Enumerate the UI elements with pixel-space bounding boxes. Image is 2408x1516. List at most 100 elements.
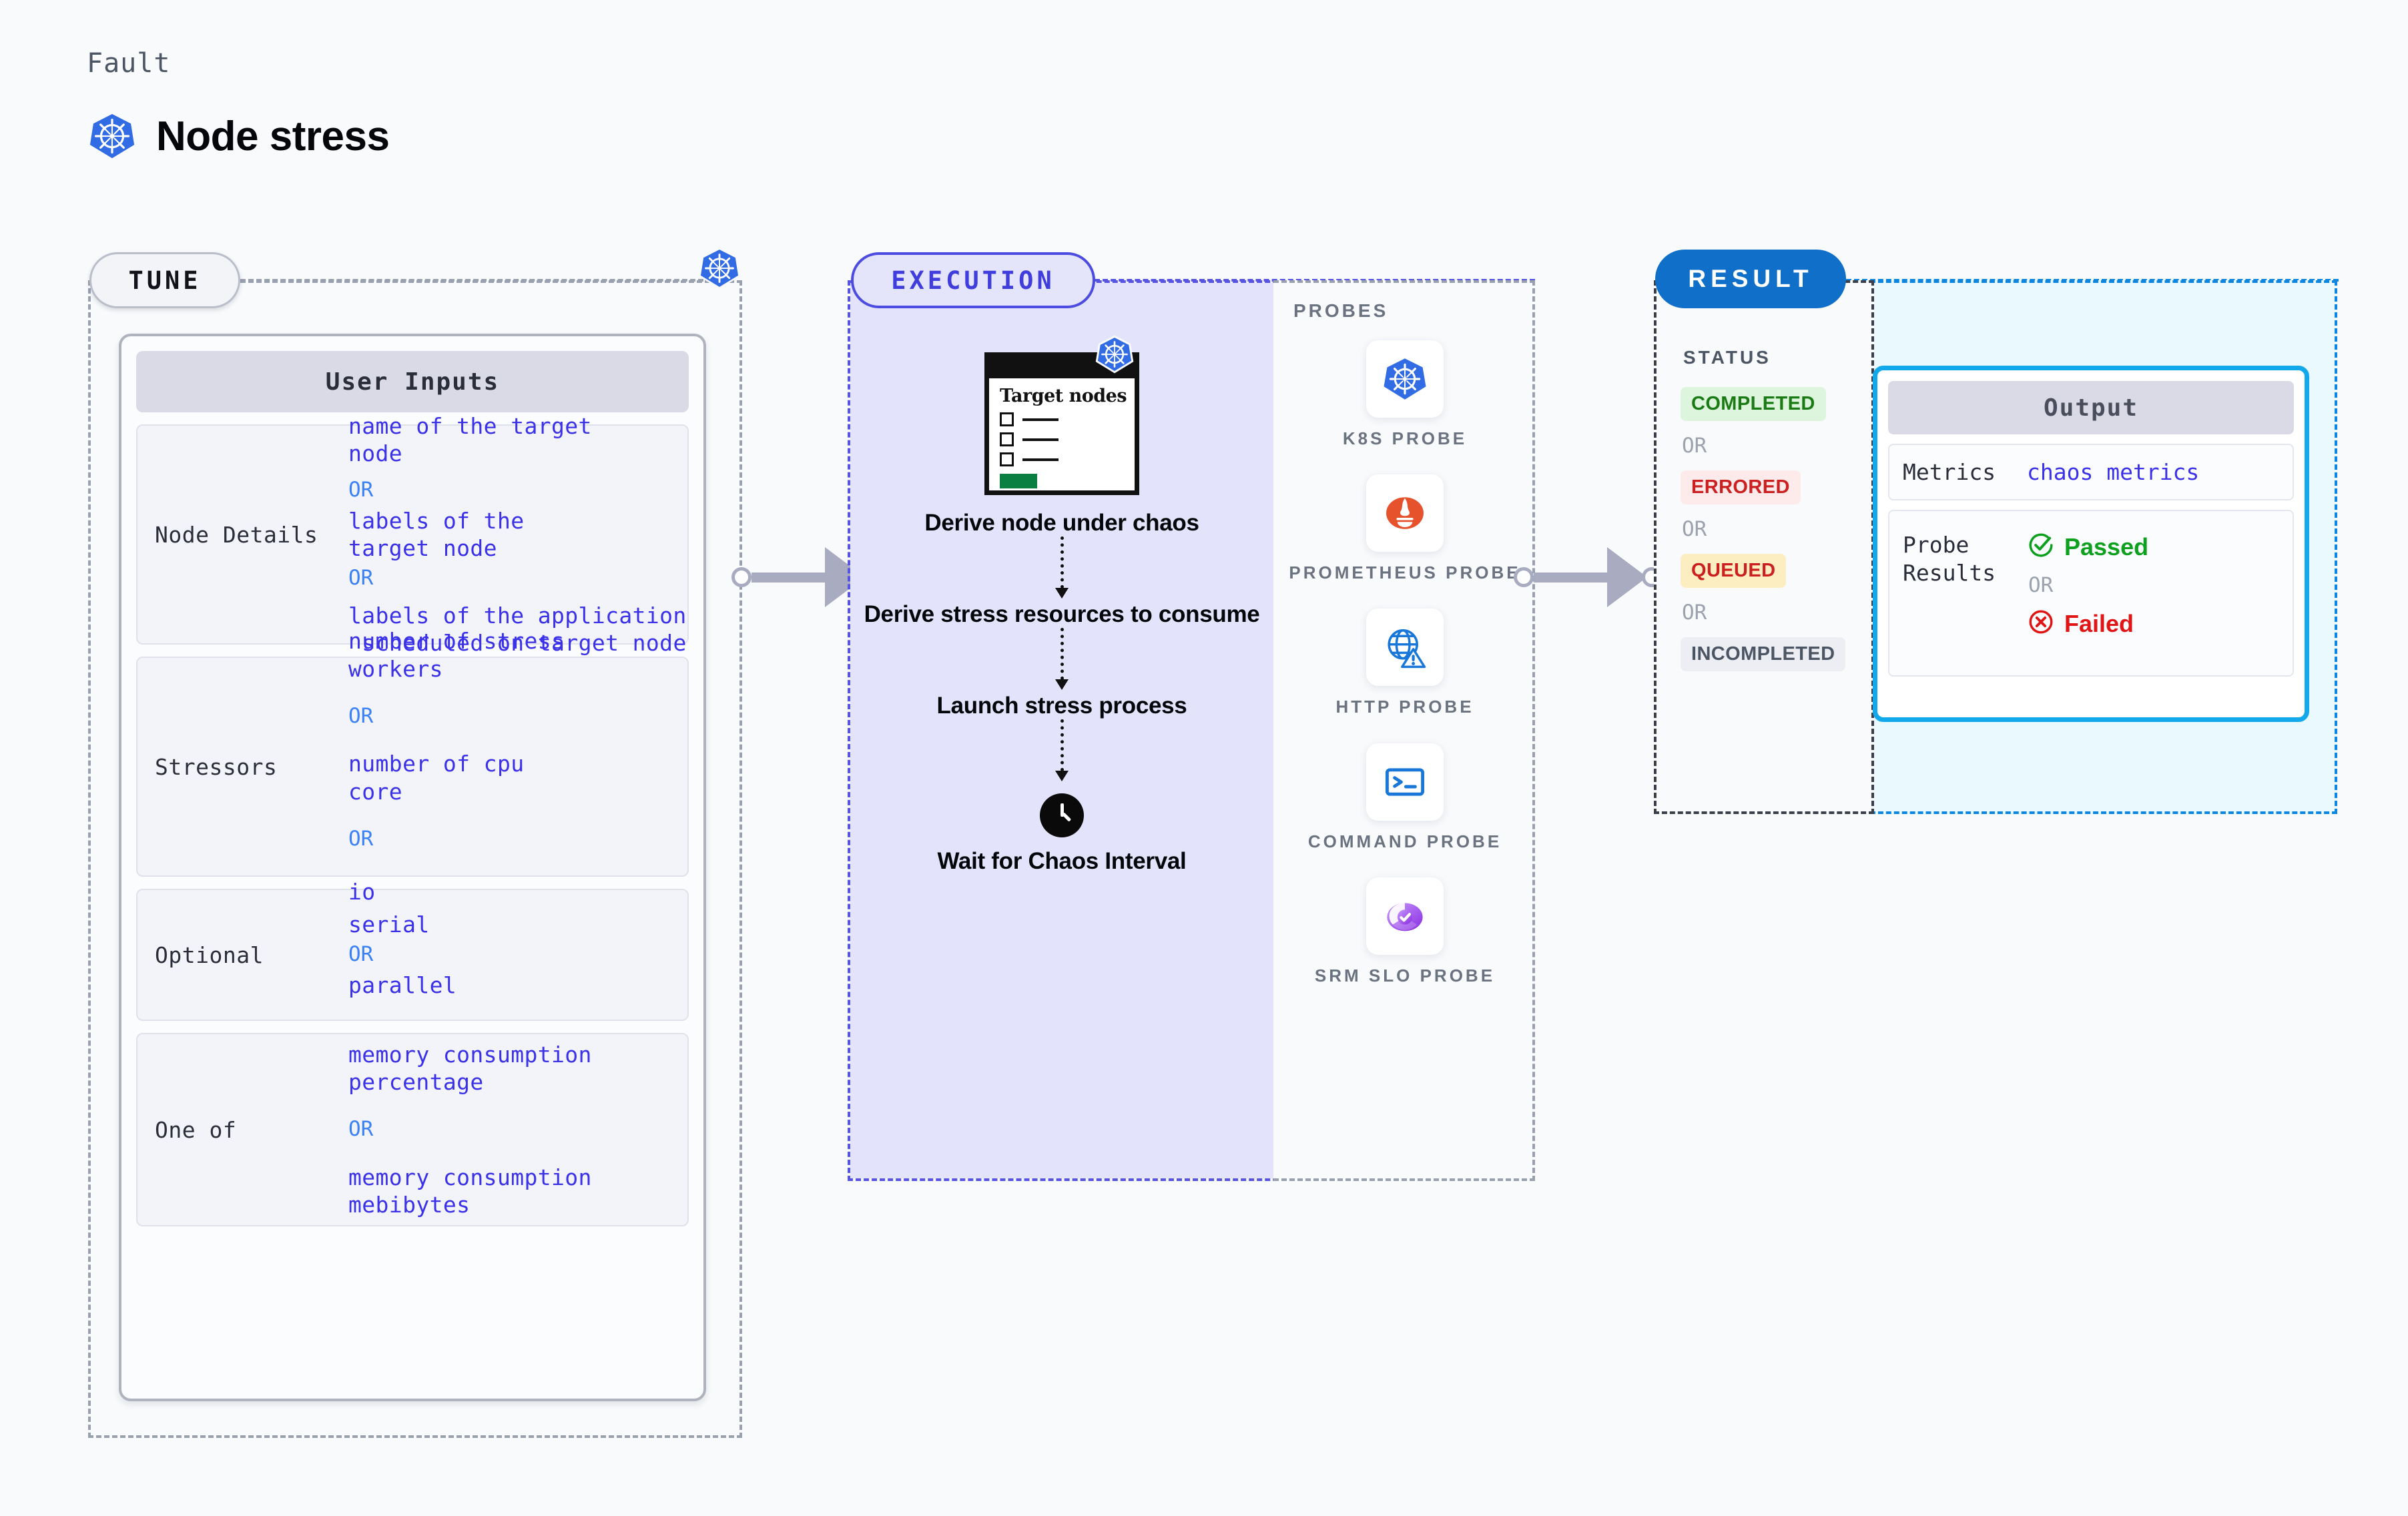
output-row-label: Metrics	[1903, 459, 1996, 485]
or-separator: OR	[348, 478, 374, 502]
or-separator: OR	[348, 942, 374, 967]
checkbox-icon	[1000, 412, 1014, 427]
input-value: number of stress workers	[348, 628, 565, 682]
user-inputs-card: User Inputs Node Details name of the tar…	[119, 334, 706, 1401]
probe-result-failed-label: Failed	[2064, 609, 2134, 637]
execution-flow: Target nodes	[850, 283, 1273, 875]
tune-region	[88, 280, 742, 1438]
target-nodes-title: Target nodes	[1000, 386, 1127, 406]
execution-chip[interactable]: EXECUTION	[851, 252, 1095, 308]
kubernetes-icon	[88, 112, 136, 160]
x-circle-icon	[2027, 608, 2055, 639]
prometheus-icon	[1366, 474, 1444, 552]
probe-item-prometheus[interactable]: PROMETHEUS PROBE	[1288, 474, 1522, 583]
probe-result-passed-label: Passed	[2064, 532, 2149, 560]
checkbox-icon	[1000, 432, 1014, 447]
connector-knob	[1514, 567, 1534, 587]
probe-result-passed: Passed	[2027, 531, 2148, 562]
fault-kicker: Fault	[87, 48, 171, 79]
status-badge-queued: QUEUED	[1681, 554, 1787, 588]
probes-list: K8S PROBE PROMETHEUS PROBE	[1288, 340, 1522, 1012]
fault-title-row: Node stress	[88, 112, 390, 160]
kubernetes-icon	[698, 247, 741, 290]
clock-icon	[1040, 793, 1084, 837]
or-separator: OR	[1682, 601, 1707, 625]
or-separator: OR	[348, 1117, 374, 1142]
placeholder-rule	[1022, 418, 1059, 421]
output-row-label: Probe Results	[1903, 532, 1996, 586]
input-row-label: Optional	[155, 941, 264, 968]
probe-label: COMMAND PROBE	[1307, 831, 1502, 851]
output-row-probe-results: Probe Results Passed OR	[1888, 510, 2294, 677]
or-separator: OR	[348, 703, 374, 728]
check-circle-icon	[2027, 531, 2055, 562]
checkbox-icon	[1000, 452, 1014, 467]
connector-arrowhead	[1607, 547, 1647, 607]
probe-item-http[interactable]: HTTP PROBE	[1288, 609, 1522, 717]
status-badge-completed: COMPLETED	[1681, 387, 1826, 421]
execution-step-label: Derive stress resources to consume	[864, 601, 1260, 627]
connector-bar	[1534, 572, 1608, 583]
probe-item-command[interactable]: COMMAND PROBE	[1288, 743, 1522, 852]
input-row-label: Node Details	[155, 521, 318, 548]
or-separator: OR	[348, 566, 374, 591]
input-row-label: One of	[155, 1116, 237, 1143]
connector-execution-to-result	[1514, 547, 1662, 607]
probe-item-srm-slo[interactable]: SRM SLO PROBE	[1288, 877, 1522, 986]
status-badge-errored: ERRORED	[1681, 470, 1801, 504]
kubernetes-icon	[1366, 340, 1444, 418]
placeholder-rule	[1022, 438, 1059, 441]
input-value: memory consumption mebibytes	[348, 1164, 592, 1218]
execution-step-label: Wait for Chaos Interval	[937, 847, 1187, 874]
output-row-value: chaos metrics	[2027, 459, 2200, 486]
page-title: Node stress	[156, 113, 390, 159]
probe-item-k8s[interactable]: K8S PROBE	[1288, 340, 1522, 449]
execution-step-label: Derive node under chaos	[924, 510, 1199, 536]
user-inputs-title: User Inputs	[136, 351, 689, 412]
kubernetes-icon	[1095, 335, 1134, 374]
probe-label: SRM SLO PROBE	[1314, 965, 1496, 986]
node-list-item	[1000, 412, 1135, 427]
flow-arrow	[1055, 719, 1069, 781]
globe-warning-icon	[1366, 609, 1444, 687]
status-badge-incompleted: INCOMPLETED	[1681, 637, 1846, 671]
or-separator: OR	[2028, 573, 2054, 598]
output-title: Output	[1888, 381, 2294, 434]
probe-result-failed: Failed	[2027, 608, 2148, 639]
probe-label: HTTP PROBE	[1335, 697, 1474, 717]
input-row-node-details: Node Details name of the target node OR …	[136, 413, 689, 656]
connector-knob	[731, 567, 751, 587]
or-separator: OR	[1682, 434, 1707, 458]
execution-step-label: Launch stress process	[936, 692, 1187, 719]
connector-bar	[751, 572, 826, 583]
or-separator: OR	[348, 826, 374, 851]
status-title: STATUS	[1683, 347, 1771, 368]
input-row-one-of: One of memory consumption percentage OR …	[136, 1033, 689, 1226]
input-value: labels of the application scheduled on t…	[348, 602, 687, 657]
input-value: parallel	[348, 972, 457, 998]
node-list-item	[1000, 432, 1135, 447]
output-card: Output Metrics chaos metrics Probe Resul…	[1873, 366, 2309, 722]
input-value: serial	[348, 911, 430, 937]
flow-arrow	[1055, 536, 1069, 599]
flow-arrow	[1055, 627, 1069, 690]
green-status-bar	[1000, 474, 1037, 489]
input-row-stressors: Stressors number of stress workers OR nu…	[136, 628, 689, 905]
placeholder-rule	[1022, 458, 1059, 461]
tune-chip[interactable]: TUNE	[89, 252, 240, 308]
result-chip[interactable]: RESULT	[1655, 250, 1846, 308]
probe-label: K8S PROBE	[1342, 428, 1468, 448]
input-value: labels of the target node	[348, 507, 525, 561]
slo-gauge-icon	[1366, 877, 1444, 955]
input-row-label: Stressors	[155, 753, 278, 780]
probes-title: PROBES	[1293, 300, 1389, 321]
input-row-optional: Optional serial OR parallel	[136, 889, 689, 1021]
input-value: io	[348, 879, 376, 905]
input-value: number of cpu core	[348, 751, 525, 805]
output-row-metrics: Metrics chaos metrics	[1888, 444, 2294, 501]
result-status-region	[1654, 280, 1874, 814]
or-separator: OR	[1682, 517, 1707, 541]
target-nodes-card: Target nodes	[984, 352, 1139, 495]
status-list: COMPLETED OR ERRORED OR QUEUED OR INCOMP…	[1681, 387, 1847, 671]
